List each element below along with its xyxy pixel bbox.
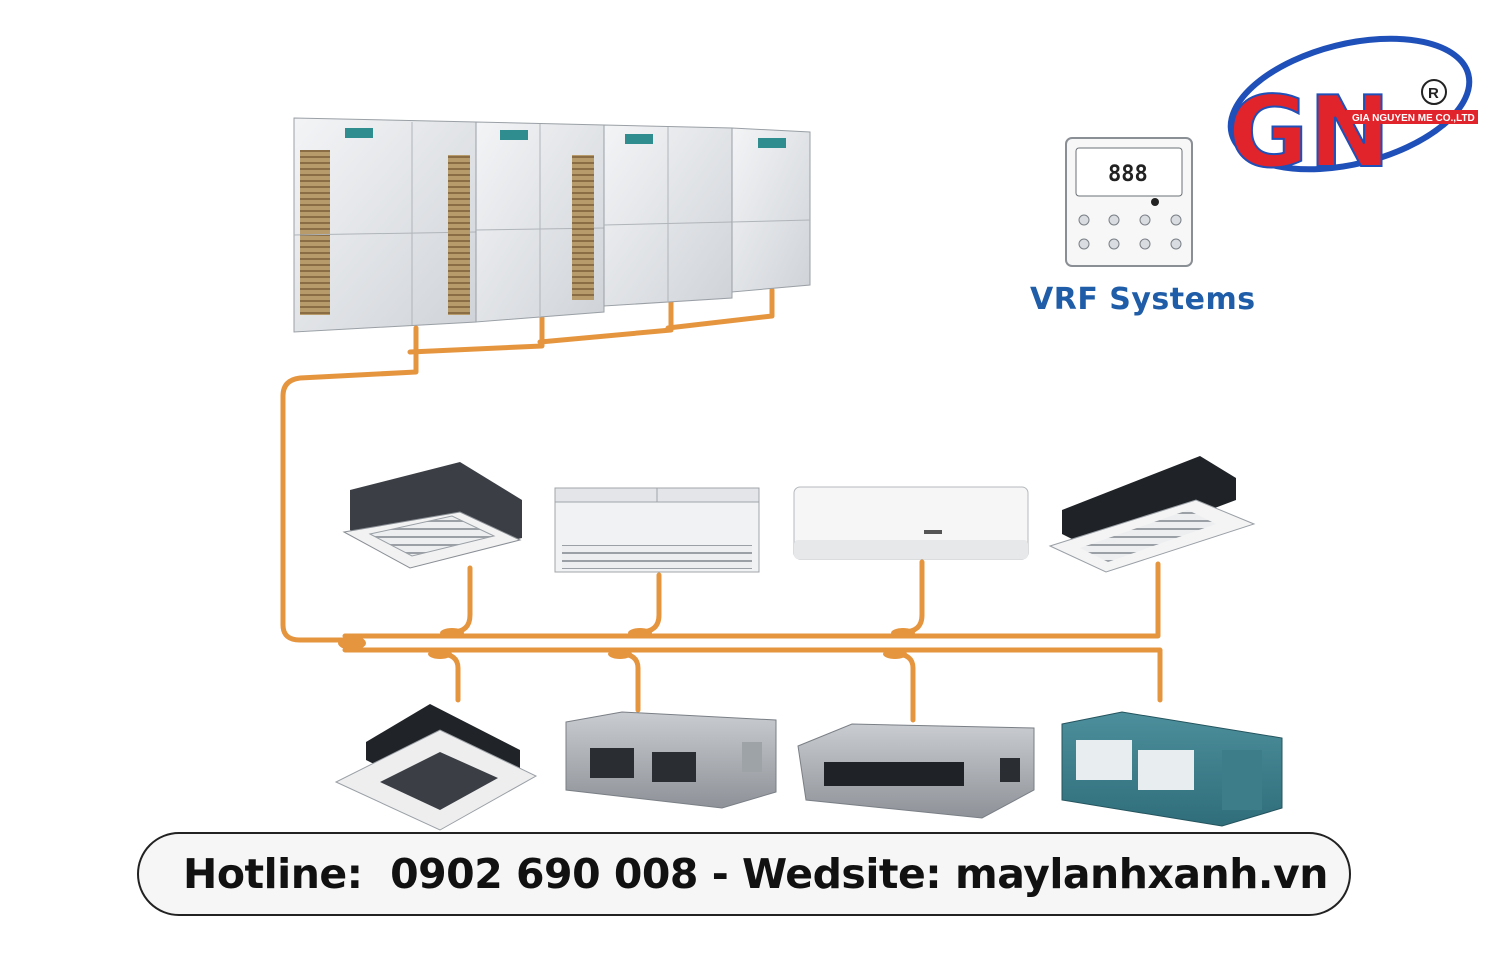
floor-ceiling-unit [554, 487, 760, 573]
wall-mounted-unit [793, 486, 1029, 560]
refrigerant-piping [280, 287, 1163, 723]
outdoor-unit-2 [475, 121, 605, 323]
indoor-units-row-1 [342, 456, 1256, 573]
ceiling-cassette-unit [342, 462, 522, 569]
wired-controller [1065, 137, 1193, 267]
contact-banner: Hotline: 0902 690 008 - Wedsite: maylanh… [137, 832, 1351, 916]
logo-company-name: GIA NGUYEN ME CO.,LTD [1352, 113, 1475, 124]
logo-monogram: GN [1228, 76, 1390, 190]
drop-wall-mounted [900, 559, 925, 635]
drop-floor-ceiling [637, 572, 662, 635]
gia-nguyen-logo: GN R GIA NGUYEN ME CO.,LTD [1227, 35, 1478, 191]
contact-text: Hotline: 0902 690 008 - Wedsite: maylanh… [183, 850, 1328, 898]
outdoor-unit-1 [293, 117, 477, 333]
four-way-cassette-unit [334, 704, 538, 831]
diagram-title: VRF Systems [1030, 282, 1256, 317]
high-static-duct-unit [1061, 711, 1283, 827]
logo-registered-mark: R [1428, 85, 1439, 102]
one-way-cassette-unit [1048, 456, 1256, 573]
outdoor-branch-4 [665, 287, 775, 331]
drop-ceiling-cassette [449, 565, 473, 635]
upper-main-pipe [342, 561, 1161, 639]
drop-four-way-cassette [437, 651, 461, 703]
ducted-unit [565, 711, 777, 809]
indoor-units-row-2 [334, 704, 1283, 831]
outdoor-unit-3 [603, 124, 733, 307]
outdoor-header-pipe [280, 325, 419, 643]
outdoor-unit-4 [731, 127, 811, 293]
slim-duct-unit [797, 723, 1035, 819]
controller-display: 888 [1108, 162, 1148, 187]
drop-duct-unit [617, 651, 641, 713]
outdoor-branch-2 [407, 315, 545, 355]
lower-main-pipe [342, 647, 1163, 703]
drop-slim-duct [892, 651, 916, 723]
outdoor-units [293, 117, 811, 333]
